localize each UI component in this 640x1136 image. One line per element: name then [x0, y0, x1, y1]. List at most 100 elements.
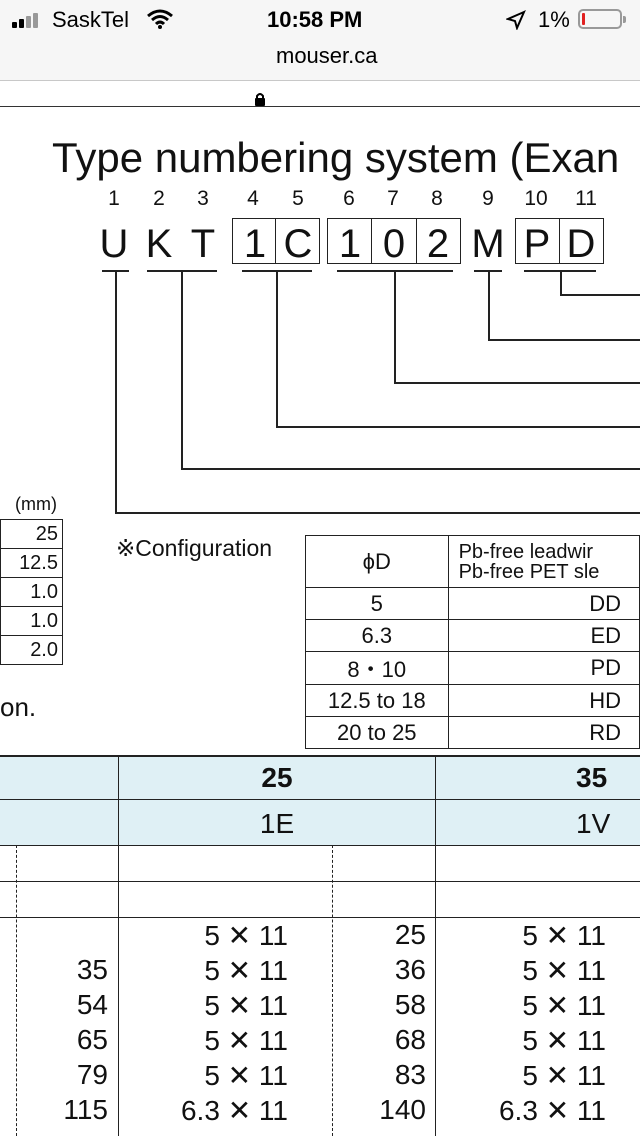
size-cell: 5 ✕ 11 — [522, 920, 606, 951]
table-border — [0, 917, 640, 918]
ripple-cell: 83 — [394, 1059, 426, 1090]
url-text: mouser.ca — [276, 43, 378, 68]
underline — [242, 270, 312, 272]
ripple-cell: 58 — [394, 989, 426, 1020]
position-number: 6 — [343, 187, 355, 210]
table-border — [0, 755, 640, 757]
dashed-divider — [16, 845, 17, 1136]
table-border — [435, 756, 436, 1136]
leadwire-header-line1: Pb-free leadwir — [458, 540, 594, 563]
ripple-cell: 35 — [76, 954, 108, 985]
size-cell: 5 ✕ 11 — [204, 990, 288, 1021]
position-number: 10 — [524, 187, 548, 210]
config-code-cell: PD — [447, 651, 640, 685]
leadwire-header: Pb-free leadwir Pb-free PET sle — [447, 535, 640, 588]
battery-icon — [578, 9, 626, 29]
carrier-name: SaskTel — [52, 7, 130, 32]
voltage-code-header: 1V — [576, 808, 611, 839]
underline — [102, 270, 129, 272]
table-border — [0, 799, 640, 800]
leader-line — [488, 272, 490, 341]
code-box — [327, 218, 461, 264]
size-cell: 5 ✕ 11 — [204, 955, 288, 986]
wifi-icon — [147, 9, 173, 29]
leadwire-header-line2: Pb-free PET sle — [458, 560, 600, 583]
code-letter: K — [145, 222, 173, 266]
config-code-cell: ED — [447, 619, 640, 652]
code-box — [232, 218, 320, 264]
table-header-bg — [0, 755, 640, 845]
ripple-cell: 54 — [76, 989, 108, 1020]
underline — [524, 270, 596, 272]
voltage-code-header: 1E — [259, 808, 295, 839]
position-number: 3 — [197, 187, 209, 210]
leader-line — [115, 512, 640, 514]
position-number: 8 — [431, 187, 443, 210]
position-number: 5 — [292, 187, 304, 210]
dimension-value: 25 — [0, 519, 63, 549]
signal-strength-icon — [12, 12, 48, 28]
code-letter: 1 — [338, 222, 362, 266]
voltage-header: 35 — [576, 762, 608, 793]
dimension-value: 12.5 — [0, 548, 63, 578]
dimension-table: 25 12.5 1.0 1.0 2.0 — [0, 519, 63, 665]
position-number: 7 — [387, 187, 399, 210]
code-letter: C — [283, 222, 313, 266]
position-number: 9 — [482, 187, 494, 210]
diameter-cell: 6.3 — [305, 619, 449, 652]
size-cell: 5 ✕ 11 — [204, 1060, 288, 1091]
leader-line — [394, 272, 396, 384]
battery-percent: 1% — [538, 7, 570, 32]
size-cell: 5 ✕ 11 — [522, 1025, 606, 1056]
table-border — [0, 845, 640, 846]
unit-label: (mm) — [15, 494, 57, 514]
config-code-cell: RD — [447, 716, 640, 749]
configuration-label: ※Configuration — [116, 535, 273, 561]
address-bar[interactable]: mouser.ca — [0, 40, 640, 106]
clock: 10:58 PM — [267, 7, 363, 32]
position-number: 1 — [108, 187, 120, 210]
leader-line — [276, 272, 278, 428]
leader-line — [394, 382, 640, 384]
size-cell: 5 ✕ 11 — [204, 920, 288, 951]
code-letter: 1 — [243, 222, 267, 266]
leader-line — [560, 294, 640, 296]
position-number: 11 — [575, 187, 597, 210]
table-border — [0, 881, 640, 882]
ripple-cell: 79 — [76, 1059, 108, 1090]
code-letter: U — [99, 222, 129, 266]
underline — [474, 270, 502, 272]
leader-line — [181, 468, 640, 470]
location-arrow-icon — [506, 10, 526, 30]
position-number: 4 — [247, 187, 259, 210]
box-divider — [559, 218, 560, 264]
phi-d-header: ϕD — [305, 535, 449, 588]
leader-line — [115, 272, 117, 514]
leader-line — [560, 272, 562, 296]
box-divider — [275, 218, 276, 264]
ripple-cell: 115 — [63, 1094, 108, 1125]
status-bar: SaskTel 10:58 PM 1% — [0, 0, 640, 40]
config-code-cell: HD — [447, 684, 640, 717]
position-number: 2 — [153, 187, 165, 210]
dimension-value: 1.0 — [0, 606, 63, 636]
diameter-cell: 5 — [305, 587, 449, 620]
code-letter: D — [566, 222, 596, 266]
code-letter: M — [471, 222, 505, 266]
leader-line — [181, 272, 183, 470]
leader-line — [488, 339, 640, 341]
box-divider — [416, 218, 417, 264]
code-letter: T — [190, 222, 216, 266]
code-letter: 0 — [382, 222, 406, 266]
dimension-value: 1.0 — [0, 577, 63, 607]
size-cell: 5 ✕ 11 — [522, 955, 606, 986]
size-cell: 6.3 ✕ 11 — [180, 1095, 288, 1126]
code-letter: P — [523, 222, 551, 266]
ripple-cell: 36 — [394, 954, 426, 985]
voltage-header: 25 — [261, 762, 293, 793]
leader-line — [276, 426, 640, 428]
size-cell: 5 ✕ 11 — [522, 1060, 606, 1091]
size-cell: 6.3 ✕ 11 — [498, 1095, 606, 1126]
config-code-cell: DD — [447, 587, 640, 620]
